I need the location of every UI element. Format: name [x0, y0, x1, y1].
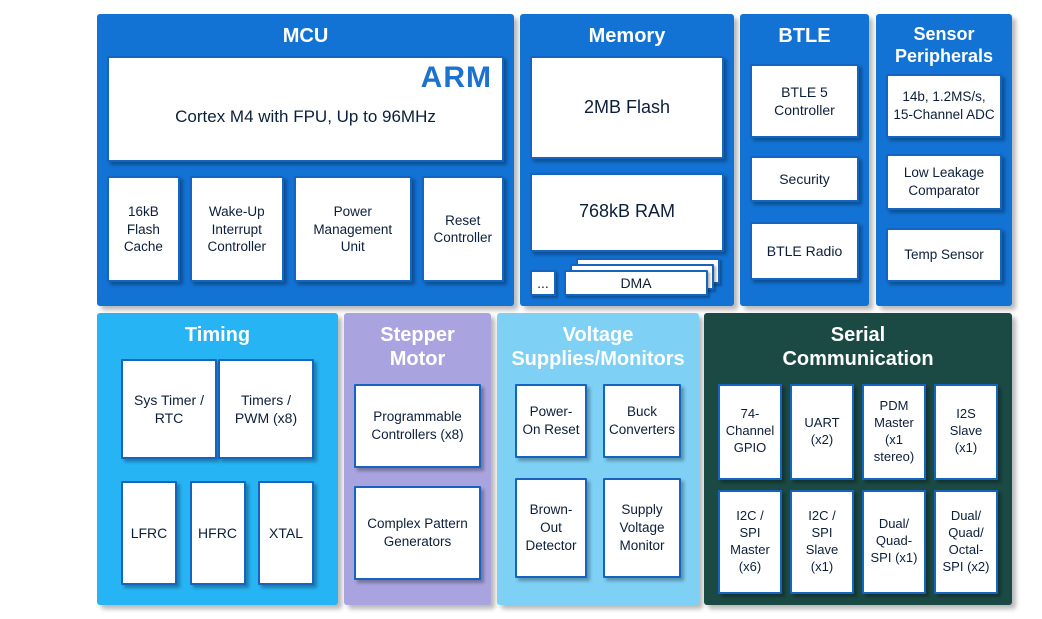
wakeup-interrupt-controller-block: Wake-Up Interrupt Controller: [189, 176, 284, 283]
dma-stack: ... DMA: [530, 257, 724, 298]
i2c-spi-master-block: I2C / SPI Master (x6): [718, 489, 782, 594]
dual-quad-octal-spi-block: Dual/ Quad/ Octal-SPI (x2): [934, 489, 998, 594]
serial-grid: 74-Channel GPIO UART (x2) PDM Master (x1…: [714, 383, 1002, 594]
power-on-reset-block: Power-On Reset: [515, 383, 587, 458]
btle-section: BTLE BTLE 5 Controller Security BTLE Rad…: [740, 14, 869, 306]
btle5-controller-block: BTLE 5 Controller: [750, 64, 859, 139]
memory-section: Memory 2MB Flash 768kB RAM ... DMA: [520, 14, 734, 306]
lfrc-block: LFRC: [121, 481, 177, 586]
programmable-controllers-block: Programmable Controllers (x8): [354, 383, 481, 468]
xtal-block: XTAL: [258, 481, 314, 586]
sys-timer-rtc-block: Sys Timer / RTC: [121, 359, 217, 460]
stepper-motor-section: Stepper Motor Programmable Controllers (…: [344, 313, 491, 605]
gpio-block: 74-Channel GPIO: [718, 383, 782, 480]
serial-communication-title: Serial Communication: [782, 324, 934, 371]
timing-row-1: Sys Timer / RTC Timers / PWM (x8): [107, 359, 328, 460]
i2c-spi-slave-block: I2C / SPI Slave (x1): [790, 489, 854, 594]
timers-pwm-block: Timers / PWM (x8): [218, 359, 314, 460]
complex-pattern-generators-block: Complex Pattern Generators: [354, 485, 481, 580]
timing-section: Timing Sys Timer / RTC Timers / PWM (x8)…: [97, 313, 338, 605]
reset-controller-block: Reset Controller: [421, 176, 505, 283]
mcu-title: MCU: [282, 25, 329, 47]
sensor-peripherals-title: Sensor Peripherals: [894, 24, 994, 66]
mcu-sub-blocks: 16kB Flash Cache Wake-Up Interrupt Contr…: [107, 176, 505, 283]
low-leakage-comparator-block: Low Leakage Comparator: [886, 153, 1002, 210]
temp-sensor-block: Temp Sensor: [886, 227, 1002, 282]
security-block: Security: [750, 156, 859, 203]
voltage-section: Voltage Supplies/Monitors Power-On Reset…: [497, 313, 699, 605]
voltage-title: Voltage Supplies/Monitors: [511, 324, 685, 371]
stepper-motor-title: Stepper Motor: [380, 324, 455, 371]
uart-block: UART (x2): [790, 383, 854, 480]
buck-converters-block: Buck Converters: [602, 383, 681, 458]
dma-ellipsis: ...: [530, 269, 556, 296]
power-management-unit-block: Power Management Unit: [293, 176, 412, 283]
supply-voltage-monitor-block: Supply Voltage Monitor: [602, 477, 681, 578]
timing-row-2: LFRC HFRC XTAL: [107, 481, 328, 586]
cortex-m4-label: Cortex M4 with FPU, Up to 96MHz: [175, 107, 436, 127]
dual-quad-spi-block: Dual/ Quad-SPI (x1): [862, 489, 926, 594]
i2s-slave-block: I2S Slave (x1): [934, 383, 998, 480]
memory-title: Memory: [588, 25, 666, 47]
btle-title: BTLE: [778, 25, 831, 47]
cortex-m4-block: ARM Cortex M4 with FPU, Up to 96MHz: [107, 56, 504, 163]
pdm-master-block: PDM Master (x1 stereo): [862, 383, 926, 480]
mcu-section: MCU ARM Cortex M4 with FPU, Up to 96MHz …: [97, 14, 514, 306]
btle-radio-block: BTLE Radio: [750, 222, 859, 281]
flash-cache-block: 16kB Flash Cache: [107, 176, 180, 283]
dma-block: DMA: [564, 269, 708, 296]
brown-out-detector-block: Brown-Out Detector: [515, 477, 587, 578]
adc-block: 14b, 1.2MS/s, 15-Channel ADC: [886, 73, 1002, 138]
flash-block: 2MB Flash: [530, 56, 724, 159]
arm-logo: ARM: [420, 61, 492, 95]
ram-block: 768kB RAM: [530, 172, 724, 252]
timing-title: Timing: [184, 324, 251, 346]
hfrc-block: HFRC: [189, 481, 246, 586]
sensor-peripherals-section: Sensor Peripherals 14b, 1.2MS/s, 15-Chan…: [876, 14, 1012, 306]
serial-communication-section: Serial Communication 74-Channel GPIO UAR…: [704, 313, 1012, 605]
voltage-grid: Power-On Reset Buck Converters Brown-Out…: [507, 383, 689, 578]
